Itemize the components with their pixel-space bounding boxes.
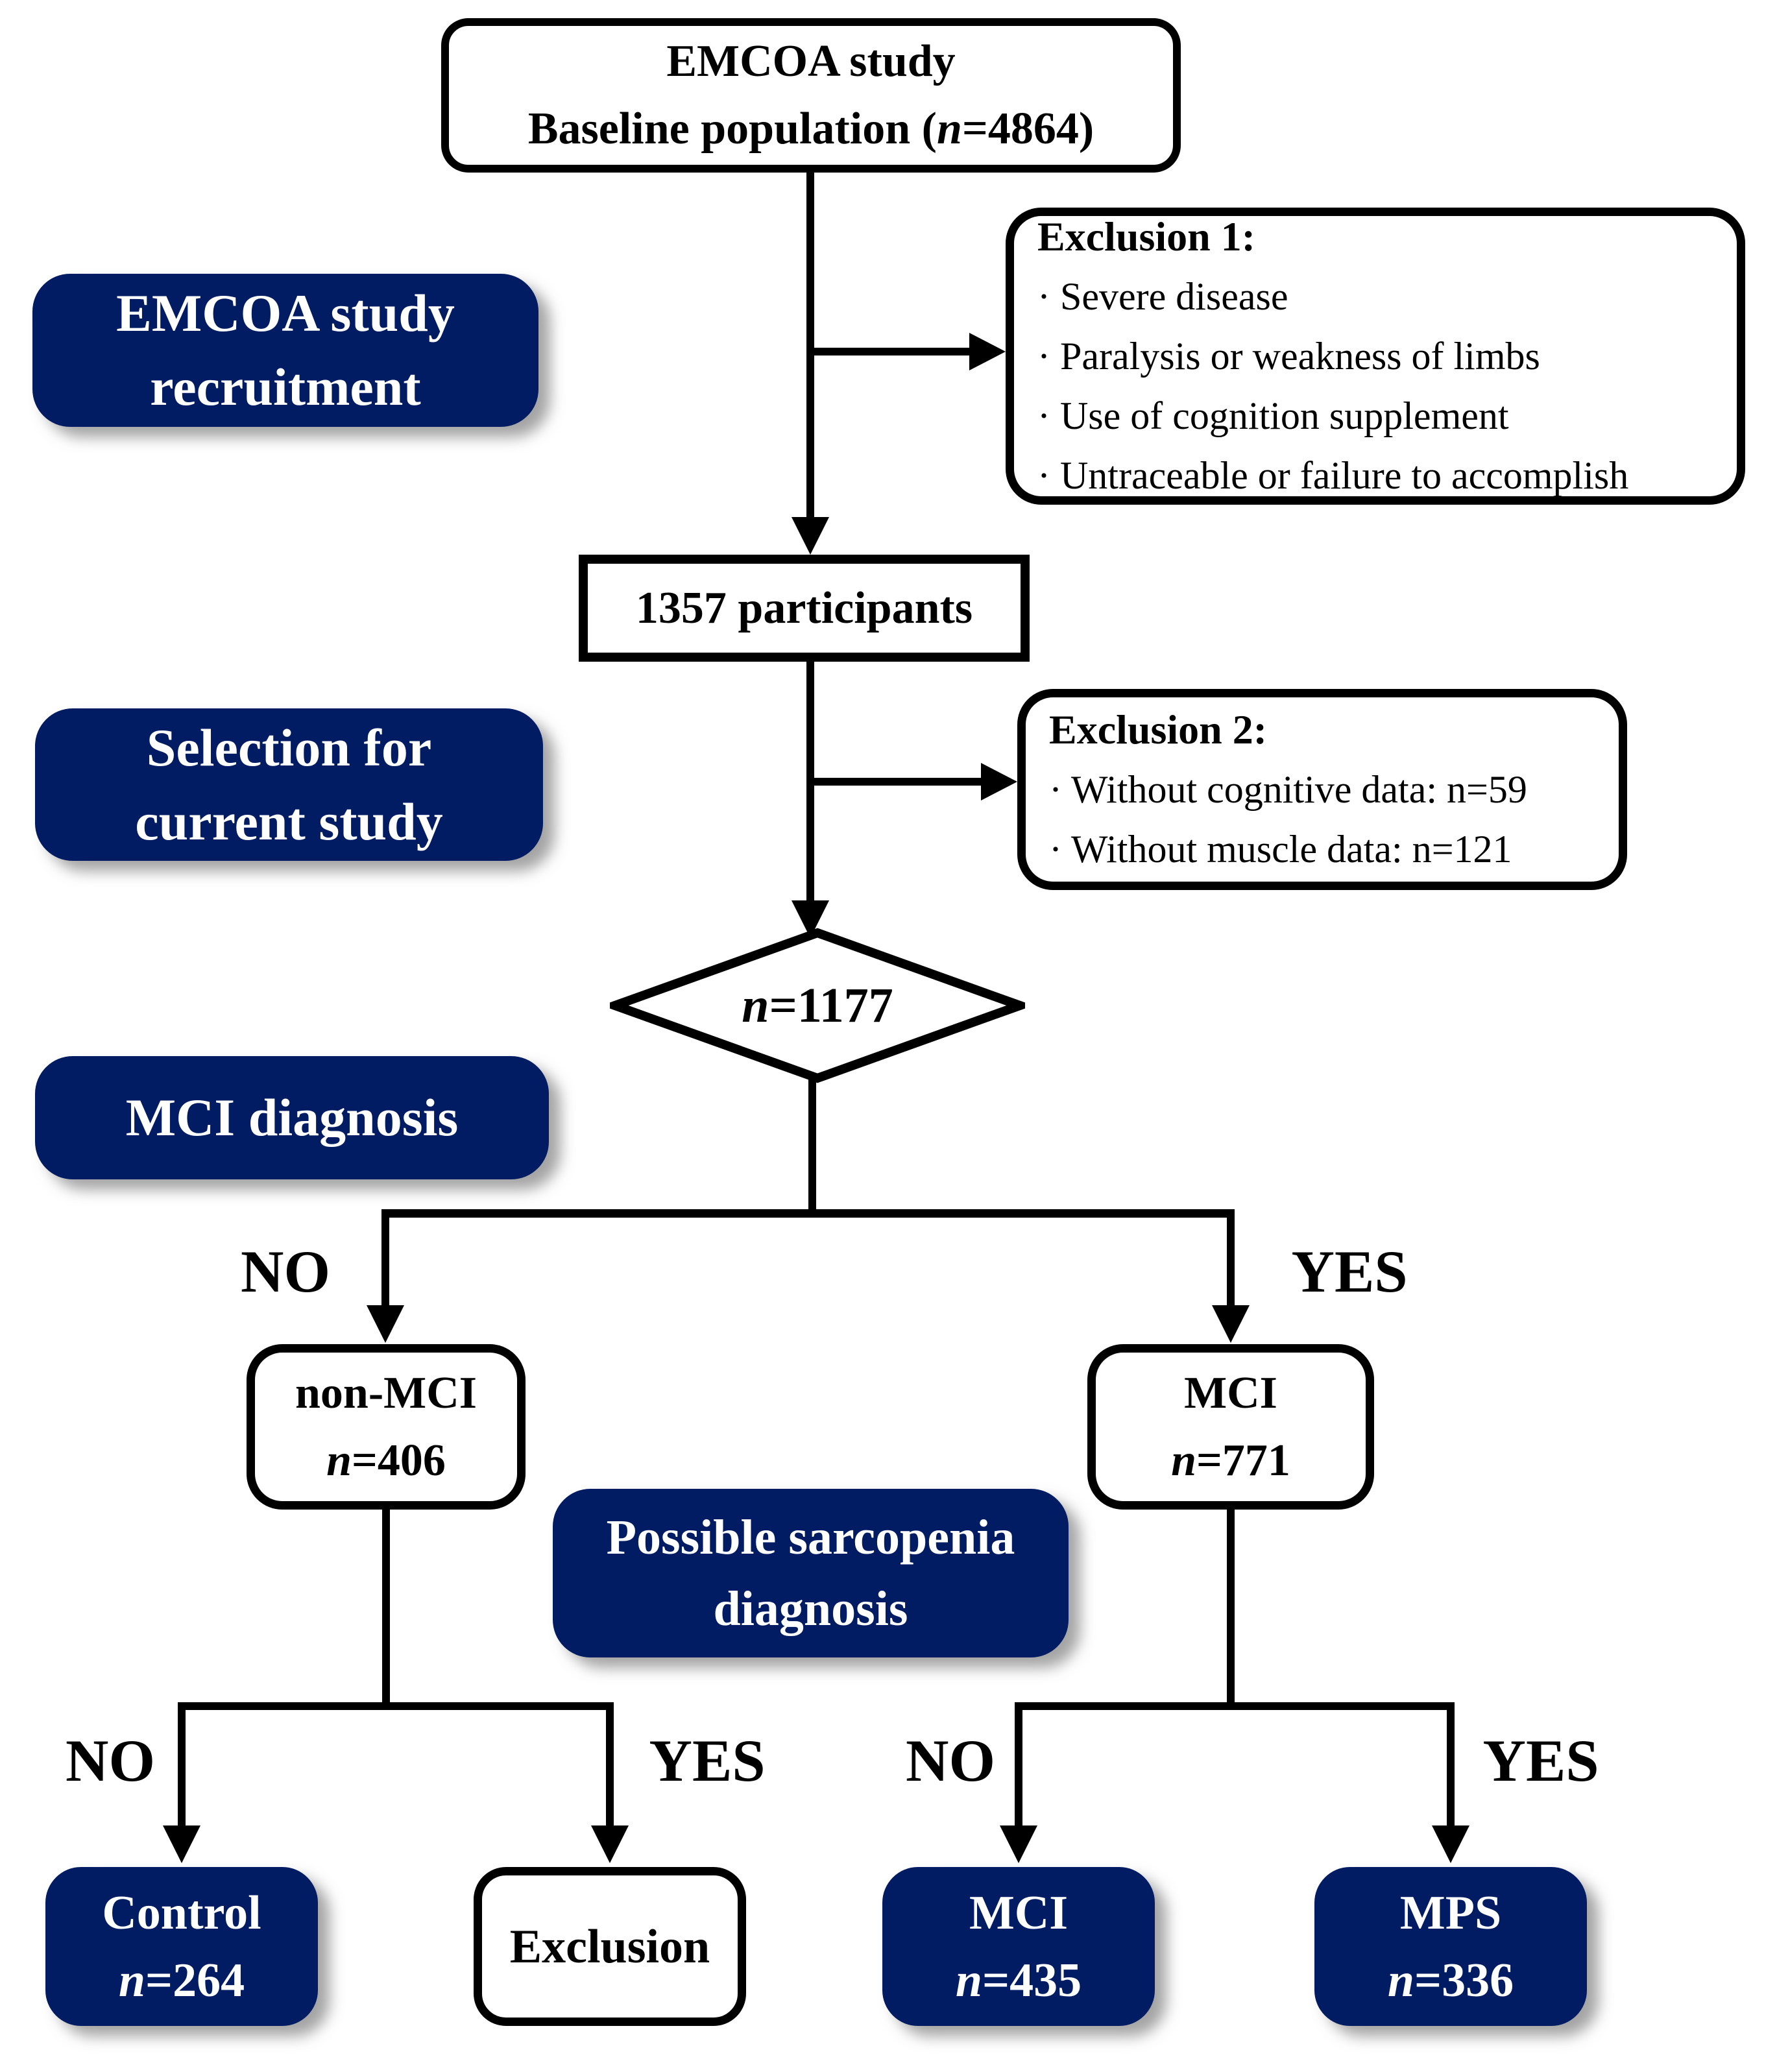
exclusion-final-text: Exclusion [509,1920,710,1973]
mps-count: n=336 [1387,1953,1514,2007]
exclusion2-item: · Without muscle data: n=121 [1049,828,1512,871]
label-mci-yes: YES [1291,1238,1408,1305]
branch-left-no-drop [178,1702,186,1827]
baseline-population-box: EMCOA study Baseline population (n=4864) [441,18,1181,173]
branch-mci-right-drop [1227,1209,1235,1307]
arrowhead-into-participants [792,517,829,555]
mps-box: MPS n=336 [1314,1867,1587,2026]
stage-label-recruitment: EMCOA study recruitment [32,274,538,427]
recruitment-line2: recruitment [150,357,421,416]
exclusion1-item: · Severe disease [1037,275,1288,318]
recruitment-line1: EMCOA study [116,283,455,343]
arrowhead-into-mci [1212,1305,1250,1343]
branch-left-yes-drop [606,1702,614,1827]
mci-count: n=771 [1171,1435,1290,1486]
control-box: Control n=264 [45,1867,318,2026]
exclusion1-item: · Paralysis or weakness of limbs [1037,335,1540,378]
arrowhead-into-mci-final [1000,1825,1037,1863]
label-right-yes: YES [1482,1728,1599,1794]
exclusion1-item: · Use of cognition supplement [1037,394,1509,437]
branch-left-horizontal [178,1702,614,1710]
connector-mci-down [1227,1508,1235,1710]
baseline-line2: Baseline population (n=4864) [527,104,1094,154]
arrowhead-into-control [163,1825,200,1863]
branch-right-yes-drop [1447,1702,1455,1827]
branch-mci-horizontal [381,1209,1235,1218]
baseline-line1: EMCOA study [666,36,956,86]
diamond-count: n=1177 [742,978,893,1033]
stage-label-mci-diagnosis: MCI diagnosis [35,1056,549,1179]
diamond-shape [610,928,1025,1083]
stage-label-sarcopenia: Possible sarcopenia diagnosis [553,1489,1069,1657]
mci-line1: MCI [1184,1367,1277,1418]
mci-diagnosis-text: MCI diagnosis [125,1088,459,1147]
participants-text: 1357 participants [635,583,973,633]
label-left-yes: YES [649,1728,766,1794]
label-left-no: NO [66,1728,155,1794]
exclusion1-title: Exclusion 1: [1037,213,1256,259]
connector-top-vertical [806,170,814,517]
mci-final-count: n=435 [955,1953,1082,2007]
selection-line1: Selection for [146,717,432,777]
selection-line2: current study [135,791,443,851]
sarcopenia-line1: Possible sarcopenia [606,1510,1015,1565]
exclusion2-item: · Without cognitive data: n=59 [1049,768,1527,811]
label-mci-no: NO [241,1238,330,1305]
sarcopenia-line2: diagnosis [713,1582,908,1636]
label-right-no: NO [906,1728,995,1794]
mci-final-box: MCI n=435 [882,1867,1155,2026]
non-mci-line1: non-MCI [295,1367,477,1418]
mci-box: MCI n=771 [1087,1344,1374,1510]
non-mci-box: non-MCI n=406 [247,1344,526,1510]
arrowhead-into-exclusion2 [981,763,1017,801]
connector-diamond-down [808,1078,816,1214]
arrowhead-into-exclusion1 [969,333,1006,370]
mps-line1: MPS [1399,1886,1502,1940]
branch-right-horizontal [1015,1702,1455,1710]
exclusion2-title: Exclusion 2: [1049,706,1268,753]
exclusion2-box: Exclusion 2: · Without cognitive data: n… [1017,689,1627,890]
arrowhead-into-nonmci [367,1305,404,1343]
branch-mci-left-drop [381,1209,389,1307]
arrowhead-into-mps [1432,1825,1469,1863]
control-count: n=264 [118,1953,245,2007]
non-mci-count: n=406 [326,1435,446,1486]
connector-nonmci-down [382,1508,390,1710]
mci-final-line1: MCI [969,1886,1069,1940]
connector-to-exclusion2 [806,778,982,786]
connector-to-exclusion1 [806,348,972,355]
exclusion-final-box: Exclusion [474,1867,746,2026]
exclusion1-box: Exclusion 1: · Severe disease · Paralysi… [1006,208,1745,505]
arrowhead-into-exclusion [591,1825,629,1863]
control-line1: Control [102,1886,261,1940]
participants-box: 1357 participants [579,555,1030,662]
stage-label-selection: Selection for current study [35,708,543,861]
exclusion1-item: · Untraceable or failure to accomplish [1037,454,1629,497]
branch-right-no-drop [1015,1702,1022,1827]
